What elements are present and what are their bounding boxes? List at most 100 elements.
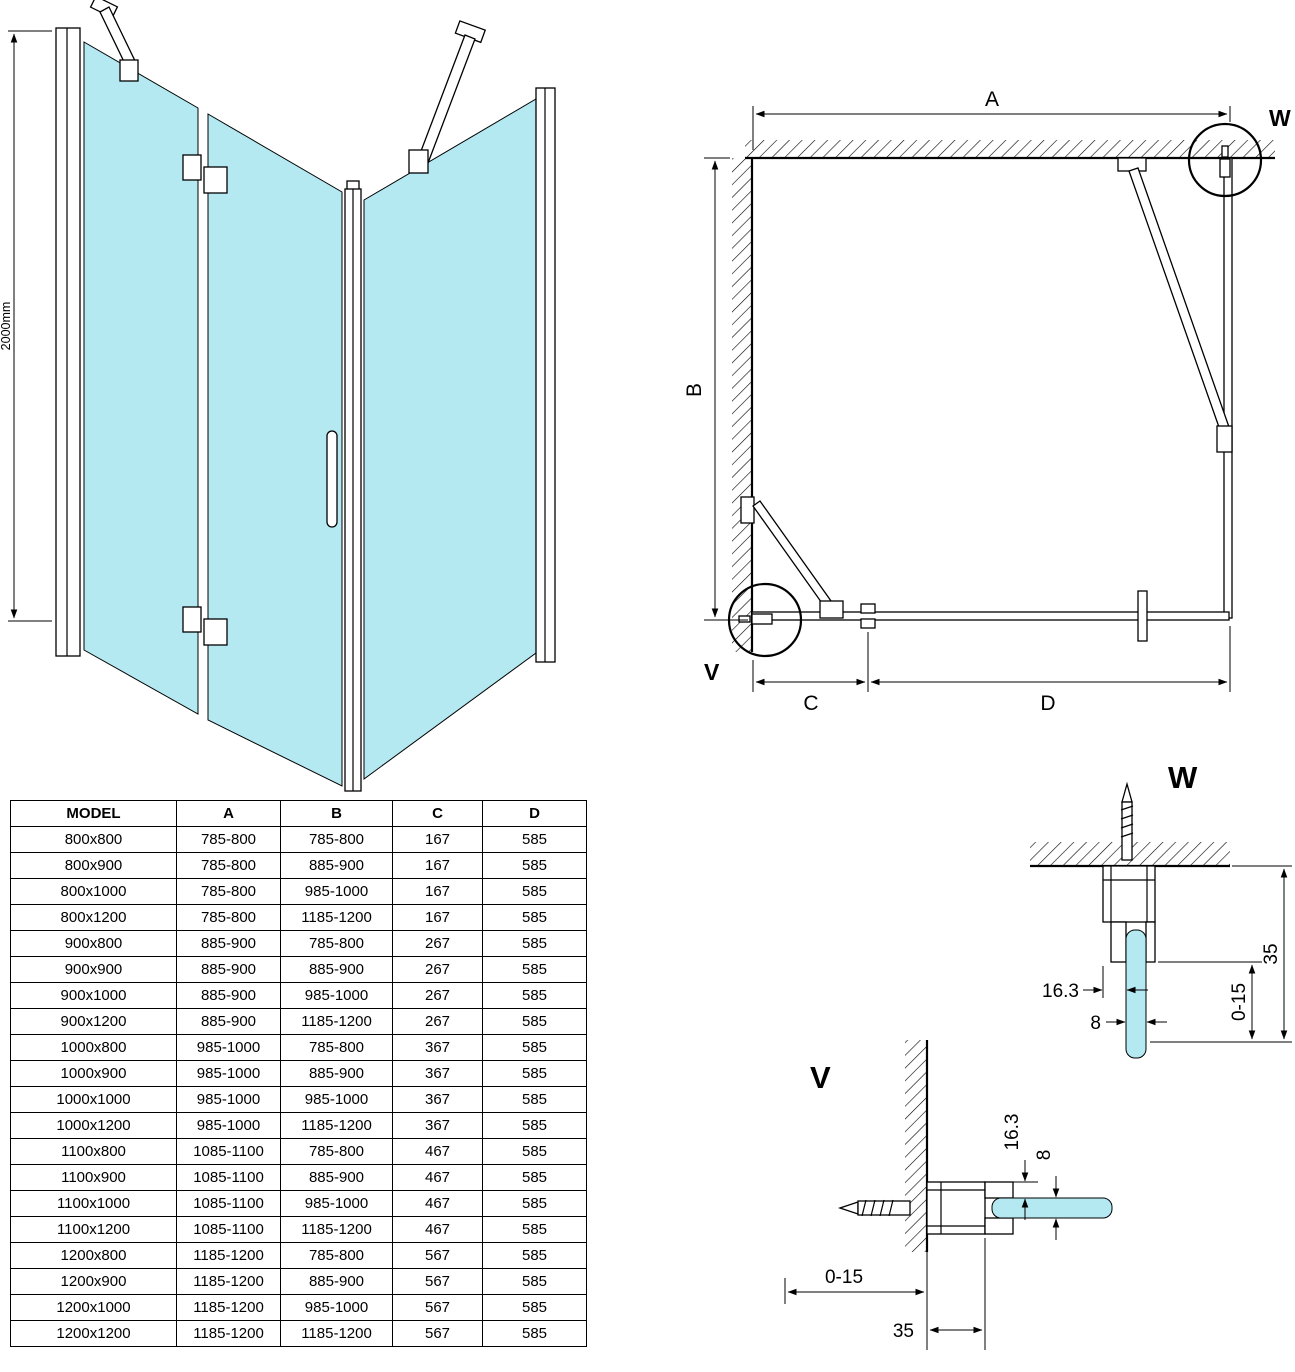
table-cell: 585 [482,826,587,853]
glass-section-v [991,1197,1113,1219]
table-cell: 1085-1100 [176,1216,281,1243]
dim-015-w: 0-15 [1150,961,1262,1043]
table-cell: 785-800 [280,930,393,957]
table-cell: 585 [482,878,587,905]
dim-163-v-label: 16.3 [1002,1114,1023,1151]
table-cell: 1200x1000 [10,1294,177,1321]
table-cell: 167 [392,904,483,931]
dim-015-w-label: 0-15 [1229,983,1250,1021]
column-header: A [176,800,281,827]
dim-35-v: 35 [893,1238,986,1350]
table-cell: 585 [482,1320,587,1347]
table-cell: 567 [392,1242,483,1269]
door-glass-panel [207,113,343,787]
table-cell: 1185-1200 [280,1320,393,1347]
dim-a-label: A [985,88,999,111]
dim-8-w: 8 [1090,1013,1167,1034]
table-cell: 567 [392,1294,483,1321]
table-cell: 1000x1000 [10,1086,177,1113]
detail-w-callout-label: W [1269,105,1291,131]
plan-view: W V A B C D [683,88,1291,715]
table-cell: 585 [482,852,587,879]
door-hinge-top [182,154,228,194]
table-cell: 567 [392,1320,483,1347]
anchor-screw-v [837,1199,911,1217]
table-cell: 367 [392,1060,483,1087]
table-cell: 467 [392,1216,483,1243]
corner-post [344,180,362,792]
table-cell: 985-1000 [280,878,393,905]
dim-8-v: 8 [1034,1150,1060,1240]
support-bar-right [408,20,487,174]
table-cell: 585 [482,1164,587,1191]
table-cell: 985-1000 [176,1086,281,1113]
table-cell: 585 [482,1294,587,1321]
side-glass-panel [363,98,537,780]
door-handle-plan [1137,590,1148,642]
table-cell: 985-1000 [280,1294,393,1321]
table-cell: 785-800 [280,1138,393,1165]
table-cell: 1000x800 [10,1034,177,1061]
dim-015-v-label: 0-15 [825,1267,863,1288]
table-cell: 1185-1200 [176,1268,281,1295]
support-bar-top-plan [1117,157,1233,453]
table-cell: 1185-1200 [176,1320,281,1347]
table-cell: 785-800 [176,878,281,905]
table-cell: 267 [392,930,483,957]
table-cell: 985-1000 [176,1112,281,1139]
table-cell: 1000x900 [10,1060,177,1087]
table-cell: 585 [482,930,587,957]
table-cell: 1085-1100 [176,1138,281,1165]
table-cell: 167 [392,826,483,853]
dim-b-label: B [683,383,706,397]
table-cell: 900x900 [10,956,177,983]
detail-v-callout-label: V [704,659,720,685]
table-cell: 785-800 [280,1242,393,1269]
table-cell: 1200x800 [10,1242,177,1269]
column-header: B [280,800,393,827]
column-header: MODEL [10,800,177,827]
detail-w-title: W [1168,760,1198,795]
junction-detail-v [738,613,773,625]
detail-marker-w [1187,122,1263,198]
table-cell: 800x1000 [10,878,177,905]
table-cell: 267 [392,956,483,983]
table-cell: 1185-1200 [176,1294,281,1321]
dim-35-v-label: 35 [893,1321,914,1342]
dimension-b: B [683,157,748,621]
wall-top [745,140,1275,160]
table-cell: 585 [482,904,587,931]
table-cell: 585 [482,1008,587,1035]
table-cell: 785-800 [280,826,393,853]
table-cell: 885-900 [176,956,281,983]
table-cell: 885-900 [280,1164,393,1191]
table-cell: 467 [392,1164,483,1191]
table-cell: 985-1000 [176,1060,281,1087]
table-cell: 1200x900 [10,1268,177,1295]
table-cell: 900x1200 [10,1008,177,1035]
detail-v-title: V [810,1060,831,1095]
height-dimension-label: 2000mm [0,302,13,351]
detail-v: V 16.3 [784,1040,1113,1350]
side-panel-plan [1223,157,1233,619]
table-cell: 585 [482,1138,587,1165]
table-cell: 885-900 [280,1268,393,1295]
table-cell: 885-900 [176,982,281,1009]
wall-left [732,158,754,652]
glass-section-w [1125,929,1147,1059]
junction-detail-w [1219,145,1231,178]
table-cell: 585 [482,982,587,1009]
dim-163-w-label: 16.3 [1042,981,1079,1002]
table-cell: 367 [392,1112,483,1139]
